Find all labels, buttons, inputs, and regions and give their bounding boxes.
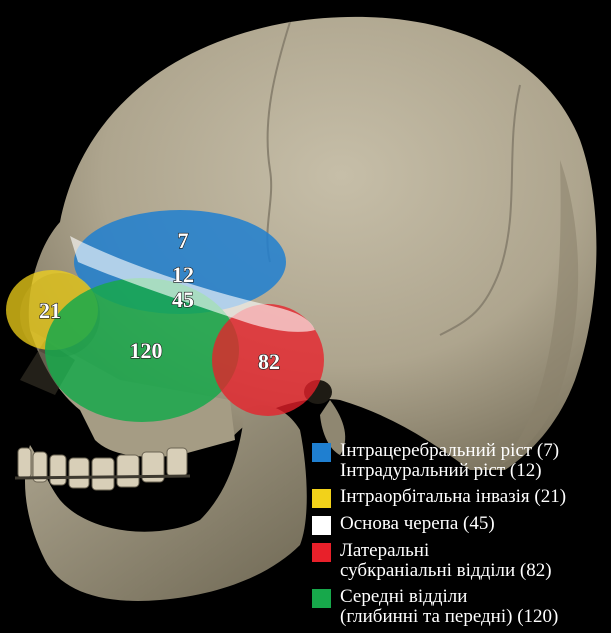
- legend-line: Інтраорбітальна інвазія (21): [340, 487, 566, 507]
- label-intracerebral: 7: [178, 228, 189, 253]
- label-skull-base: 45: [172, 287, 194, 312]
- legend-swatch-blue: [312, 443, 331, 462]
- legend: Інтрацеребральний ріст (7) Інтрадуральни…: [312, 441, 607, 633]
- legend-label-white: Основа черепа (45): [340, 514, 495, 534]
- legend-line: Інтрацеребральний ріст (7): [340, 441, 559, 461]
- legend-line: Середні відділи: [340, 587, 558, 607]
- legend-label-red: Латеральні субкраніальні відділи (82): [340, 541, 552, 581]
- legend-line: субкраніальні відділи (82): [340, 561, 552, 581]
- legend-label-blue: Інтрацеребральний ріст (7) Інтрадуральни…: [340, 441, 559, 481]
- legend-label-green: Середні відділи (глибинні та передні) (1…: [340, 587, 558, 627]
- legend-label-yellow: Інтраорбітальна інвазія (21): [340, 487, 566, 507]
- legend-line: Латеральні: [340, 541, 552, 561]
- label-intraorbital: 21: [39, 298, 61, 323]
- legend-swatch-yellow: [312, 489, 331, 508]
- legend-item-yellow: Інтраорбітальна інвазія (21): [312, 487, 607, 508]
- legend-item-green: Середні відділи (глибинні та передні) (1…: [312, 587, 607, 627]
- legend-line: (глибинні та передні) (120): [340, 607, 558, 627]
- legend-line: Основа черепа (45): [340, 514, 495, 534]
- legend-item-red: Латеральні субкраніальні відділи (82): [312, 541, 607, 581]
- legend-swatch-red: [312, 543, 331, 562]
- legend-item-blue: Інтрацеребральний ріст (7) Інтрадуральни…: [312, 441, 607, 481]
- legend-line: Інтрадуральний ріст (12): [340, 461, 559, 481]
- label-lateral: 82: [258, 349, 280, 374]
- legend-swatch-green: [312, 589, 331, 608]
- legend-item-white: Основа черепа (45): [312, 514, 607, 535]
- label-middle: 120: [130, 338, 163, 363]
- legend-swatch-white: [312, 516, 331, 535]
- label-intradural: 12: [172, 262, 194, 287]
